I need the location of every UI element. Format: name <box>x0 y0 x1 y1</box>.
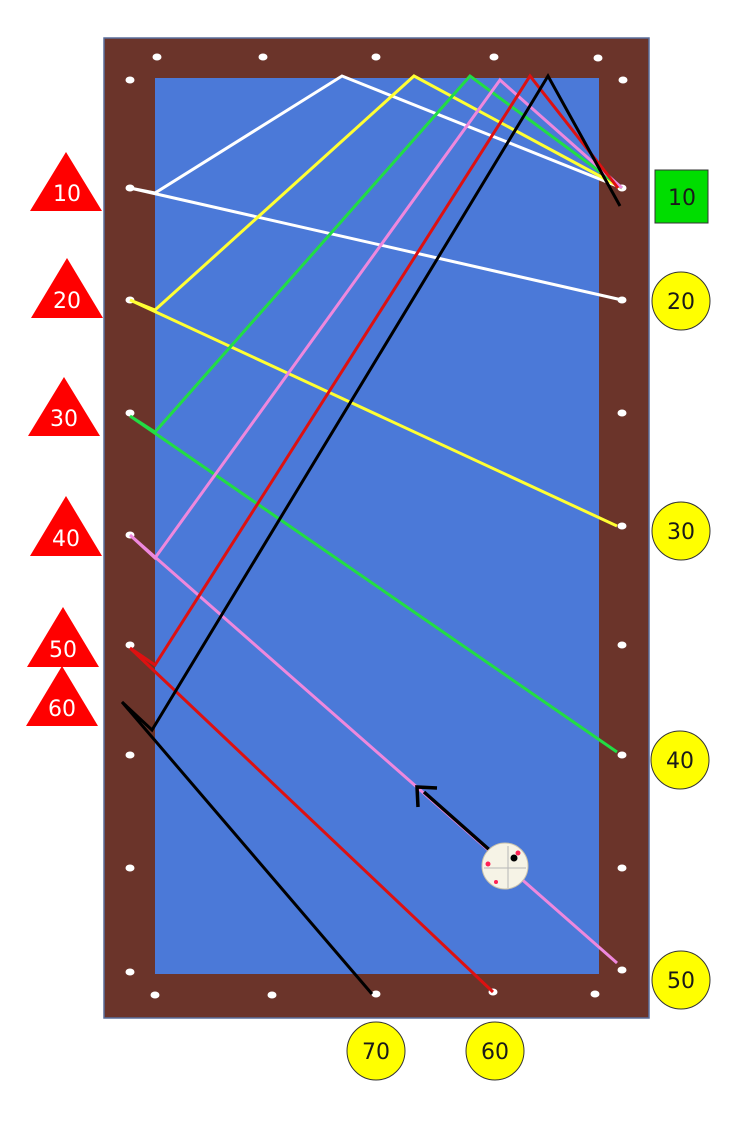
diamond <box>489 53 499 61</box>
left-marker-label: 10 <box>53 182 81 207</box>
diamond <box>371 990 381 998</box>
arrow-head-icon <box>415 785 438 808</box>
ball-mark <box>485 861 491 867</box>
right-marker-label: 50 <box>667 969 695 994</box>
diamond <box>125 409 135 417</box>
right-marker-label: 20 <box>667 290 695 315</box>
table-cloth <box>155 78 599 974</box>
diamond <box>617 409 627 417</box>
left-marker-label: 40 <box>52 527 80 552</box>
bottom-marker-label: 60 <box>481 1040 509 1065</box>
diamond <box>371 53 381 61</box>
diamond <box>125 968 135 976</box>
path-line-50 <box>128 73 620 994</box>
path-line-20 <box>129 74 623 528</box>
path-line-60 <box>120 73 622 995</box>
diamond <box>618 76 628 84</box>
rail-diamonds <box>125 53 628 999</box>
diamond <box>617 966 627 974</box>
diamond <box>152 53 162 61</box>
path-line-40 <box>128 77 623 965</box>
diamond <box>617 641 627 649</box>
diamond <box>125 751 135 759</box>
left-marker-50: 50 <box>27 607 99 667</box>
cue-tip-dot <box>510 854 518 862</box>
right-marker-label: 30 <box>667 520 695 545</box>
left-marker-10: 10 <box>30 152 102 211</box>
path-line-30 <box>129 73 623 754</box>
bottom-marker-70: 70 <box>346 1021 406 1081</box>
right-marker-30: 30 <box>651 501 711 561</box>
right-marker-50: 50 <box>651 950 711 1010</box>
diamond <box>617 751 627 759</box>
diamond <box>267 991 277 999</box>
ball-mark <box>515 850 521 856</box>
bottom-marker-label: 70 <box>362 1040 390 1065</box>
left-marker-label: 20 <box>53 289 81 314</box>
diamond <box>617 864 627 872</box>
right-marker-label: 10 <box>668 186 696 211</box>
diamond <box>617 522 627 530</box>
right-marker-10: 10 <box>654 169 709 224</box>
cue-direction-arrow <box>422 790 495 855</box>
left-marker-label: 30 <box>50 407 78 432</box>
right-marker-20: 20 <box>651 271 711 331</box>
right-marker-label: 40 <box>666 749 694 774</box>
left-marker-40: 40 <box>30 496 102 556</box>
bottom-marker-60: 60 <box>465 1021 525 1081</box>
diamond <box>258 53 268 61</box>
diamond <box>593 54 603 62</box>
left-marker-30: 30 <box>28 377 100 436</box>
diamond <box>590 990 600 998</box>
left-marker-60: 60 <box>26 666 98 726</box>
diamond <box>125 864 135 872</box>
left-marker-label: 50 <box>49 638 77 663</box>
diamond <box>150 991 160 999</box>
diamond <box>125 76 135 84</box>
ball-mark <box>494 880 498 884</box>
right-marker-40: 40 <box>650 730 710 790</box>
left-marker-label: 60 <box>48 697 76 722</box>
diamond <box>125 641 135 649</box>
left-marker-20: 20 <box>31 258 103 318</box>
cue-ball-group <box>415 785 529 890</box>
